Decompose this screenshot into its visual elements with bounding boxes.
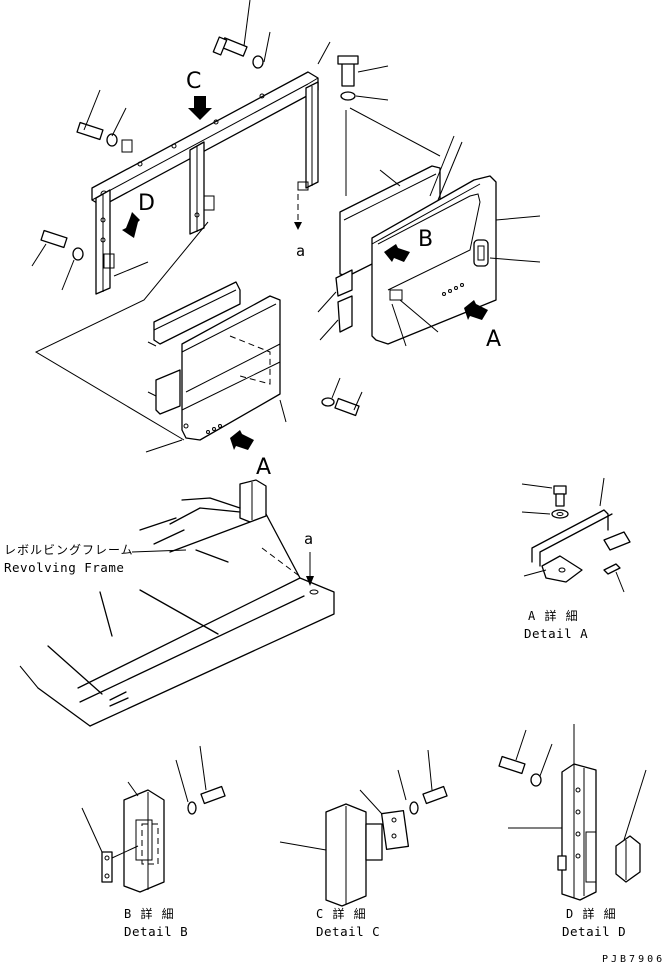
drawing-code: PJB7906 [602,954,665,965]
detail-a-title-jp: A 詳 細 [528,608,579,623]
frame-label-en: Revolving Frame [4,560,124,575]
view-arrow-b: B [384,227,433,262]
callout-b: B [418,227,433,252]
right-panel-assembly [317,135,541,347]
detail-c-drawing [279,749,448,907]
callout-c: C [186,69,201,94]
detail-b-title-en: Detail B [124,924,188,939]
detail-c-title-en: Detail C [316,924,380,939]
view-arrow-a-left: A [230,430,271,480]
detail-d-title-en: Detail D [562,924,626,939]
callout-a-right: A [486,327,501,352]
view-arrow-c: C [186,69,212,120]
bolt-washer-right [337,55,389,101]
detail-d-drawing [498,724,647,901]
mount-point-a-frame: a [304,530,314,586]
view-arrow-a-right: A [464,300,501,352]
detail-b-title-jp: B 詳 細 [124,906,175,921]
detail-b-drawing [81,745,226,893]
callout-a-top: a [296,242,305,260]
mount-point-a-top: a [294,194,305,260]
upper-cover-frame [31,0,389,295]
callout-d: D [138,191,155,216]
bolt-washer-left-upper [76,89,133,153]
revolving-frame-label: レボルビングフレーム Revolving Frame [4,543,187,575]
detail-c-title-jp: C 詳 細 [316,906,367,921]
bolt-washer-left-lower [31,229,84,291]
detail-a-drawing [521,477,631,593]
callout-a-frame: a [304,530,313,548]
detail-d-title-jp: D 詳 細 [566,906,617,921]
left-panel-assembly [145,281,363,453]
callout-a-left: A [256,455,271,480]
view-arrow-d: D [122,191,155,238]
bolt-washer-top [212,31,271,69]
detail-a-title-en: Detail A [524,626,588,641]
revolving-frame [19,479,335,727]
frame-label-jp: レボルビングフレーム [4,543,134,557]
